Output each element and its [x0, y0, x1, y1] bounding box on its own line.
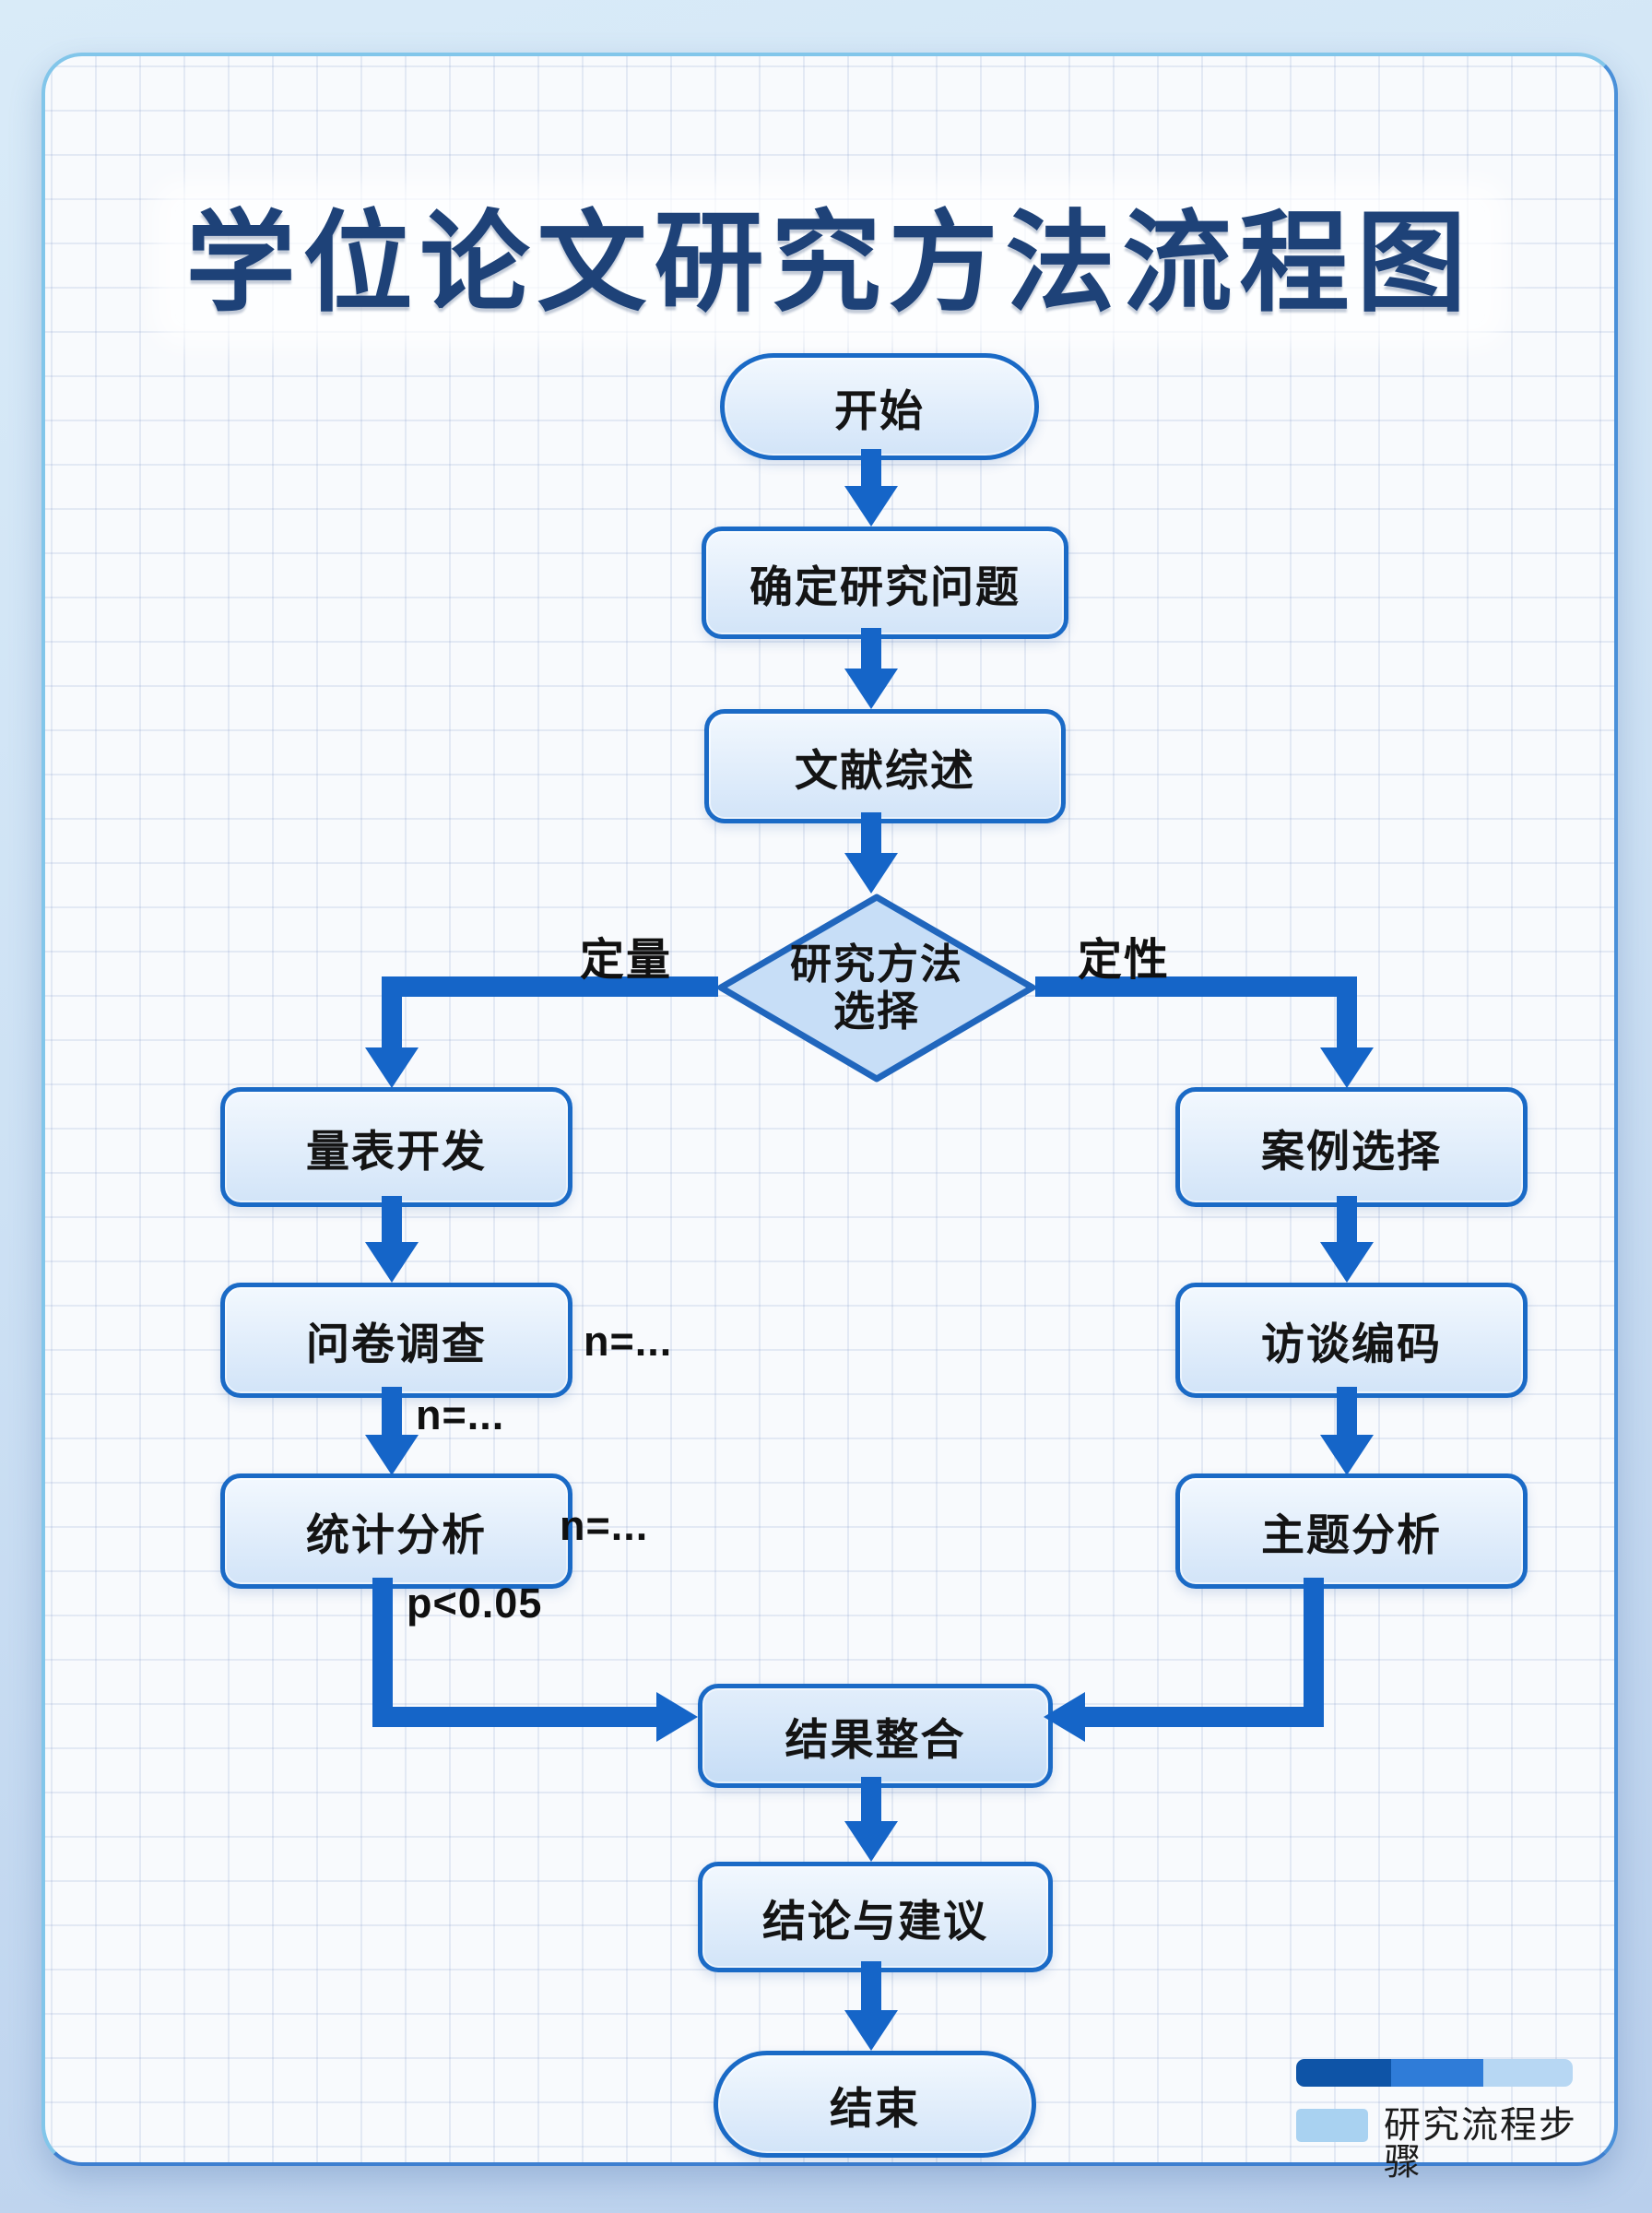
node-conclusion-label: 结论与建议 — [762, 1896, 988, 1946]
legend-bar-segment-light — [1483, 2059, 1573, 2087]
node-end: 结束 — [714, 2051, 1036, 2158]
node-scale-development-label: 量表开发 — [306, 1126, 487, 1176]
node-conclusion: 结论与建议 — [698, 1862, 1053, 1972]
node-result-integration: 结果整合 — [698, 1684, 1053, 1788]
node-method-decision-label: 研究方法 选择 — [715, 893, 1038, 1083]
legend-swatch — [1296, 2109, 1368, 2142]
node-scale-development: 量表开发 — [220, 1087, 572, 1207]
arrowhead-survey-stats — [365, 1435, 419, 1475]
connector-theme-integrate — [1085, 1707, 1324, 1727]
node-define-question-label: 确定研究问题 — [749, 562, 1021, 611]
connector-interview-theme — [1337, 1387, 1357, 1437]
arrowhead-scale-survey — [365, 1242, 419, 1283]
connector-survey-stats — [382, 1387, 402, 1437]
arrowhead-define-literature — [844, 669, 898, 709]
node-result-integration-label: 结果整合 — [785, 1715, 966, 1764]
connector-decision-right — [1035, 976, 1357, 997]
node-theme-analysis-label: 主题分析 — [1261, 1510, 1442, 1559]
flowchart-canvas: 学位论文研究方法流程图 开始 确定研究问题 文献综述 研究方法 选择 量表开发 … — [41, 53, 1618, 2183]
arrowhead-to-scale-development — [365, 1047, 419, 1088]
page-title-text: 学位论文研究方法流程图 — [174, 202, 1485, 325]
connector-left-down — [382, 976, 402, 1050]
connector-theme-down — [1304, 1578, 1324, 1727]
node-statistical-analysis: 统计分析 — [220, 1473, 572, 1589]
arrowhead-interview-theme — [1320, 1435, 1374, 1475]
node-interview-coding: 访谈编码 — [1175, 1283, 1528, 1398]
node-literature-review-label: 文献综述 — [795, 745, 975, 795]
edge-label-qualitative: 定性 — [1077, 936, 1170, 985]
legend-bar-segment-medium — [1391, 2059, 1483, 2087]
legend-gradient-bar — [1296, 2059, 1573, 2087]
legend-bar-segment-dark — [1296, 2059, 1391, 2087]
connector-integrate-conclusion — [861, 1777, 881, 1823]
arrowhead-case-interview — [1320, 1242, 1374, 1283]
connector-right-down — [1337, 976, 1357, 1050]
node-define-question: 确定研究问题 — [702, 527, 1068, 639]
node-case-selection-label: 案例选择 — [1261, 1126, 1442, 1176]
arrowhead-conclusion-end — [844, 2010, 898, 2051]
connector-literature-decision — [861, 812, 881, 855]
arrowhead-integrate-conclusion — [844, 1821, 898, 1862]
node-start: 开始 — [720, 353, 1039, 460]
node-theme-analysis: 主题分析 — [1175, 1473, 1528, 1589]
connector-scale-survey — [382, 1196, 402, 1246]
arrowhead-stats-integrate — [656, 1692, 698, 1742]
edge-label-n-between: n=... — [416, 1391, 505, 1438]
connector-define-literature — [861, 628, 881, 672]
connector-stats-integrate — [372, 1707, 658, 1727]
node-survey-label: 问卷调查 — [306, 1320, 487, 1368]
node-interview-coding-label: 访谈编码 — [1261, 1320, 1442, 1368]
node-statistical-analysis-label: 统计分析 — [306, 1510, 487, 1559]
node-method-decision: 研究方法 选择 — [715, 893, 1038, 1083]
node-literature-review: 文献综述 — [704, 709, 1066, 823]
connector-decision-left — [382, 976, 718, 997]
arrowhead-start-define — [844, 486, 898, 527]
arrowhead-literature-decision — [844, 853, 898, 893]
arrowhead-to-case-selection — [1320, 1047, 1374, 1088]
edge-label-p-value: p<0.05 — [407, 1580, 543, 1627]
decision-diamond-shape — [717, 893, 1036, 1083]
legend-label: 研究流程步骤 — [1384, 2105, 1577, 2183]
node-end-label: 结束 — [830, 2083, 920, 2133]
edge-label-n-survey: n=... — [584, 1318, 673, 1365]
decision-label-line1: 研究方法 — [789, 941, 963, 988]
arrowhead-theme-integrate — [1044, 1692, 1085, 1742]
node-survey: 问卷调查 — [220, 1283, 572, 1398]
connector-stats-down — [372, 1578, 393, 1727]
node-start-label: 开始 — [834, 385, 925, 435]
decision-label-line2: 选择 — [832, 987, 920, 1035]
page-title: 学位论文研究方法流程图 — [45, 174, 1614, 333]
connector-case-interview — [1337, 1196, 1357, 1246]
connector-conclusion-end — [861, 1961, 881, 2013]
connector-start-define — [861, 449, 881, 490]
edge-label-quantitative: 定量 — [579, 936, 672, 985]
edge-label-n-stats: n=... — [560, 1502, 649, 1549]
node-case-selection: 案例选择 — [1175, 1087, 1528, 1207]
